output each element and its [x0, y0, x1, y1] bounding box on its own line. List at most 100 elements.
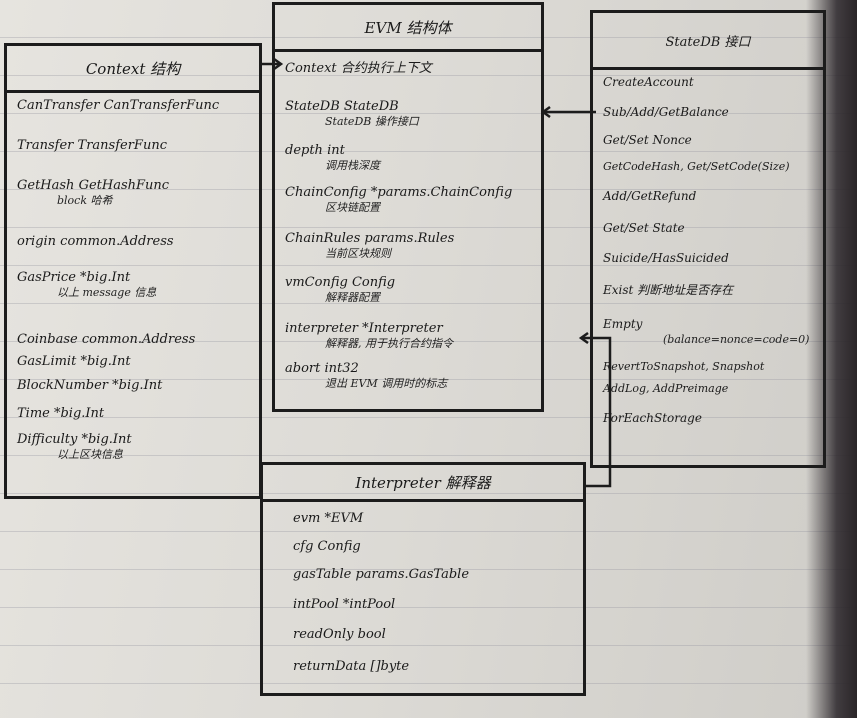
- method-row: Add/GetRefund: [603, 189, 817, 221]
- context-link-arrowhead: [273, 57, 284, 71]
- field-text: Time *big.Int: [17, 406, 105, 421]
- method-text: Sub/Add/GetBalance: [603, 105, 729, 119]
- method-text: Exist 判断地址是否存在: [603, 283, 734, 297]
- field-text: abort int32: [285, 361, 359, 376]
- field-text: evm *EVM: [293, 511, 364, 526]
- method-text: AddLog, AddPreimage: [603, 382, 729, 395]
- method-text: CreateAccount: [603, 75, 694, 89]
- method-row: Get/Set State: [603, 221, 817, 251]
- method-text: Suicide/HasSuicided: [603, 251, 729, 265]
- field-text: GetHash GetHashFunc: [17, 178, 170, 193]
- field-text: interpreter *Interpreter: [285, 321, 443, 336]
- method-row: Get/Set Nonce: [603, 133, 817, 159]
- field-row: gasTable params.GasTable: [293, 567, 577, 597]
- interpreter-link-arrow: [582, 336, 612, 488]
- method-row: RevertToSnapshot, Snapshot: [603, 359, 817, 381]
- field-text: cfg Config: [293, 539, 361, 554]
- statedb-interface-title: StateDB 接口: [593, 13, 823, 70]
- interpreter-struct-box: Interpreter 解释器 evm *EVM cfg Config gasT…: [260, 462, 586, 696]
- context-struct-title: Context 结构: [7, 46, 259, 93]
- field-text: GasPrice *big.Int: [17, 270, 131, 285]
- page-edge-shadow: [806, 0, 857, 718]
- field-row: CanTransfer CanTransferFunc: [17, 98, 253, 138]
- field-text: ChainConfig *params.ChainConfig: [285, 185, 513, 200]
- field-note: 区块链配置: [325, 201, 380, 214]
- method-row: Suicide/HasSuicided: [603, 251, 817, 283]
- field-row: intPool *intPool: [293, 597, 577, 627]
- field-text: Context 合约执行上下文: [285, 61, 432, 76]
- field-note: 解释器, 用于执行合约指令: [325, 337, 453, 350]
- method-row: Sub/Add/GetBalance: [603, 105, 817, 133]
- statedb-interface-methods: CreateAccount Sub/Add/GetBalance Get/Set…: [603, 75, 817, 437]
- method-text: Get/Set State: [603, 221, 685, 235]
- context-struct-box: Context 结构 CanTransfer CanTransferFunc T…: [4, 43, 262, 499]
- field-text: GasLimit *big.Int: [17, 354, 131, 369]
- method-row: Empty (balance=nonce=code=0): [603, 317, 817, 359]
- field-text: Difficulty *big.Int: [17, 432, 132, 447]
- field-text: StateDB StateDB: [285, 99, 399, 114]
- interpreter-struct-title: Interpreter 解释器: [263, 465, 583, 502]
- method-row: GetCodeHash, Get/SetCode(Size): [603, 159, 817, 189]
- field-text: Coinbase common.Address: [17, 332, 196, 347]
- field-text: readOnly bool: [293, 627, 386, 642]
- method-text: Get/Set Nonce: [603, 133, 692, 147]
- field-note: 调用栈深度: [325, 159, 380, 172]
- field-text: vmConfig Config: [285, 275, 396, 290]
- method-row: Exist 判断地址是否存在: [603, 283, 817, 317]
- field-text: depth int: [285, 143, 345, 158]
- method-row: ForEachStorage: [603, 411, 817, 437]
- method-text: GetCodeHash, Get/SetCode(Size): [603, 160, 790, 173]
- field-note: StateDB 操作接口: [325, 115, 419, 128]
- method-text: Empty: [603, 317, 643, 331]
- field-row: BlockNumber *big.Int: [17, 378, 253, 406]
- statedb-interface-box: StateDB 接口 CreateAccount Sub/Add/GetBala…: [590, 10, 826, 468]
- field-text: ChainRules params.Rules: [285, 231, 455, 246]
- field-row: returnData []byte: [293, 659, 577, 689]
- statedb-link-arrowhead: [540, 105, 551, 119]
- field-text: BlockNumber *big.Int: [17, 378, 163, 393]
- method-text: Add/GetRefund: [603, 189, 697, 203]
- field-note: 以上 message 信息: [57, 286, 157, 299]
- field-row: GasLimit *big.Int: [17, 354, 253, 378]
- interpreter-link-arrowhead: [578, 331, 589, 345]
- field-note: 以上区块信息: [57, 448, 123, 461]
- context-struct-fields: CanTransfer CanTransferFunc Transfer Tra…: [17, 98, 253, 468]
- field-row: readOnly bool: [293, 627, 577, 659]
- field-text: gasTable params.GasTable: [293, 567, 470, 582]
- method-row: AddLog, AddPreimage: [603, 381, 817, 411]
- field-row: Time *big.Int: [17, 406, 253, 432]
- field-row: Transfer TransferFunc: [17, 138, 253, 178]
- field-note: 当前区块规则: [325, 247, 391, 260]
- method-text: RevertToSnapshot, Snapshot: [603, 360, 765, 373]
- field-row: cfg Config: [293, 539, 577, 567]
- evm-struct-title: EVM 结构体: [275, 5, 541, 52]
- field-text: Transfer TransferFunc: [17, 138, 167, 153]
- method-row: CreateAccount: [603, 75, 817, 105]
- field-text: CanTransfer CanTransferFunc: [17, 98, 220, 113]
- interpreter-struct-fields: evm *EVM cfg Config gasTable params.GasT…: [293, 511, 577, 689]
- field-note: 解释器配置: [325, 291, 380, 304]
- field-row: Coinbase common.Address: [17, 332, 253, 354]
- method-note: (balance=nonce=code=0): [663, 333, 810, 346]
- method-text: ForEachStorage: [603, 411, 702, 425]
- field-row: origin common.Address: [17, 234, 253, 270]
- field-note: 退出 EVM 调用时的标志: [325, 377, 448, 390]
- field-text: returnData []byte: [293, 659, 410, 674]
- field-note: block 哈希: [57, 194, 113, 207]
- field-row: Context 合约执行上下文: [285, 61, 535, 99]
- field-row: evm *EVM: [293, 511, 577, 539]
